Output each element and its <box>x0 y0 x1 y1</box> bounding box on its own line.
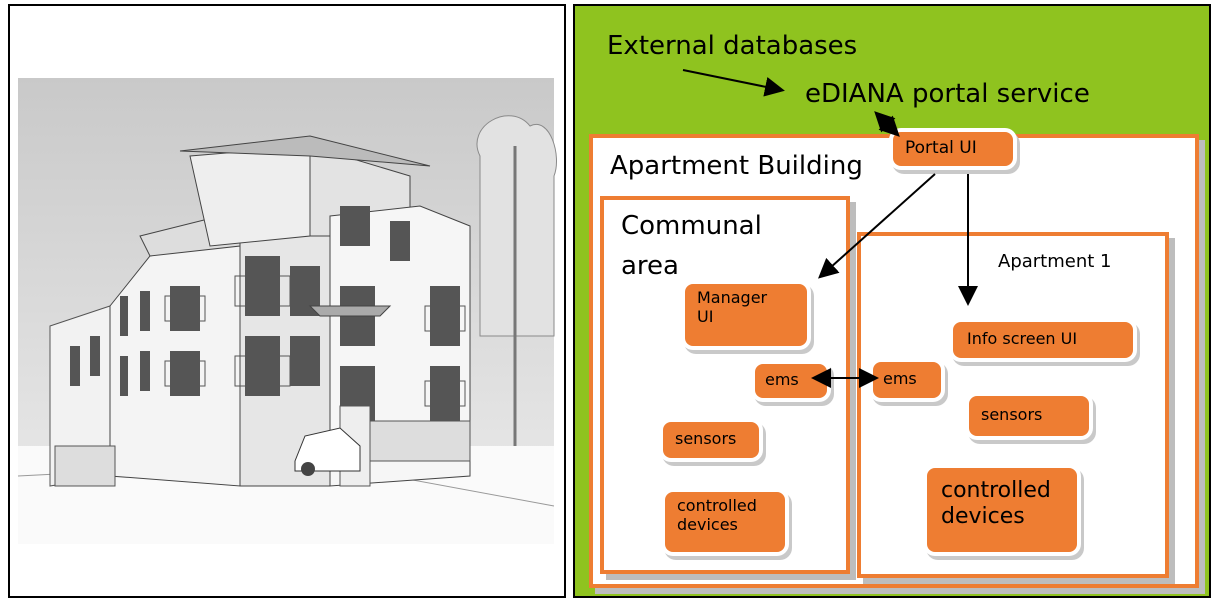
portal-ui-label: Portal UI <box>905 138 977 158</box>
apartment-building-label: Apartment Building <box>610 151 863 181</box>
communal-controlled-label-2: devices <box>677 515 738 535</box>
apartment-1-label: Apartment 1 <box>998 251 1112 272</box>
apartment-ems-box: ems <box>873 362 941 398</box>
communal-sensors-label: sensors <box>675 429 737 448</box>
info-screen-ui-box: Info screen UI <box>953 322 1133 358</box>
communal-controlled-devices-box: controlled devices <box>665 492 785 552</box>
manager-ui-box: Manager UI <box>685 284 807 346</box>
communal-area-label-2: area <box>621 251 679 281</box>
portal-to-manager-arrow <box>818 173 936 279</box>
communal-controlled-label-1: controlled <box>677 496 757 515</box>
info-screen-ui-label: Info screen UI <box>967 329 1078 348</box>
external-databases-label: External databases <box>607 31 858 61</box>
communal-ems-label: ems <box>765 370 799 389</box>
manager-ui-label-1: Manager <box>697 288 768 307</box>
apartment-controlled-devices-box: controlled devices <box>927 468 1077 552</box>
portal-ui-box: Portal UI <box>893 132 1013 166</box>
apartment-sensors-label: sensors <box>981 405 1043 424</box>
portal-ui-service-arrow <box>874 111 900 137</box>
building-illustration-panel <box>8 4 566 598</box>
apartment-sensors-box: sensors <box>969 396 1089 436</box>
apartment-building-sketch <box>17 78 557 544</box>
connection-arrows <box>682 69 978 388</box>
portal-service-label: eDIANA portal service <box>805 79 1090 109</box>
architecture-diagram-panel: External databases eDIANA portal service… <box>573 4 1211 598</box>
external-db-arrow <box>682 69 785 97</box>
apartment-controlled-label-2: devices <box>941 504 1025 530</box>
communal-area-label-1: Communal <box>621 211 762 241</box>
manager-ui-label-2: UI <box>697 307 714 327</box>
apartment-ems-label: ems <box>883 369 917 388</box>
apartment-controlled-label-1: controlled <box>941 478 1051 503</box>
communal-sensors-box: sensors <box>663 422 759 458</box>
